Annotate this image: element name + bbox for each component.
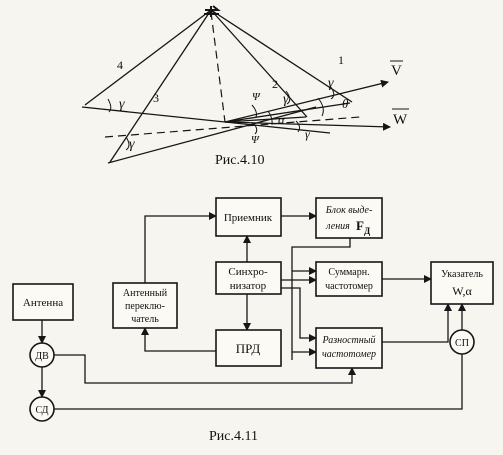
beam-line-1 [210, 9, 353, 103]
sp-circle-label: СП [455, 338, 469, 349]
vector-v-label: V [391, 63, 402, 79]
angle-arc-gamma-1 [329, 85, 335, 100]
sum-meter-label-2: частотомер [325, 281, 373, 292]
beam-line-4 [84, 9, 212, 106]
ground-line-2 [224, 116, 307, 123]
beam-label-1: 1 [338, 53, 344, 67]
synchronizer-block [215, 261, 282, 295]
sum-frequency-meter-block [315, 261, 383, 297]
vector-w-label: W [393, 112, 408, 128]
fig-4-10-diagram: 4 3 2 1 γ γ γ γ γ Ψ Ψ θ α V W Рис.4.10 [81, 5, 409, 168]
gamma-label-3: γ [129, 137, 135, 152]
vertical-dashed-line [210, 11, 226, 123]
beam-line-2 [210, 9, 308, 118]
sum-meter-label-1: Суммарн. [328, 267, 369, 278]
doppler-extract-label-2: ления [325, 221, 350, 232]
doppler-extract-block [315, 197, 383, 239]
antenna-block-label: Антенна [23, 297, 63, 309]
angle-arc-gamma-4 [107, 98, 112, 113]
indicator-label-2: W,α [452, 284, 472, 298]
angle-arc-theta [317, 97, 324, 117]
angle-arc-gamma-lower [295, 120, 301, 133]
diff-meter-label-1: Разностный [322, 335, 376, 346]
ground-line-1 [224, 102, 351, 123]
receiver-block [215, 197, 282, 237]
antenna-switch-label-3: чатель [131, 314, 159, 325]
antenna-switch-label-2: переклю- [125, 301, 165, 312]
angle-arc-gamma-2 [285, 90, 291, 105]
psi-label-upper: Ψ [252, 91, 261, 103]
transmitter-block [215, 329, 282, 367]
diff-meter-label-2: частотомер [322, 349, 376, 360]
indicator-label-1: Указатель [441, 269, 483, 280]
dv-circle [29, 342, 55, 368]
antenna-switch-label-1: Антенный [123, 288, 168, 299]
indicator-block [430, 261, 494, 305]
ground-line-3 [107, 106, 317, 164]
gamma-label-lower: γ [305, 127, 310, 141]
angle-arc-psi-upper [251, 104, 257, 118]
beam-line-3 [109, 9, 212, 163]
synchronizer-label-1: Синхро- [228, 266, 268, 278]
gamma-label-1: γ [328, 76, 334, 91]
fig-4-11-diagram: Антенна Антенный переклю- чатель Приемни… [12, 197, 494, 444]
receiver-block-label: Приемник [224, 212, 273, 224]
ground-line-4 [81, 106, 331, 134]
beam-label-3: 3 [153, 91, 159, 105]
doppler-fd-symbol: F [356, 218, 364, 233]
beam-label-4: 4 [117, 58, 123, 72]
dv-circle-label: ДВ [35, 351, 49, 362]
horizontal-dashed-line [104, 116, 361, 138]
beam-label-2: 2 [272, 77, 278, 91]
connectors [38, 212, 466, 410]
gamma-label-4: γ [119, 97, 125, 112]
antenna-block [12, 283, 74, 321]
sp-circle [449, 329, 475, 355]
sd-circle [29, 396, 55, 422]
theta-label: θ [342, 96, 349, 111]
alpha-label: α [278, 112, 286, 127]
velocity-vector-v [224, 79, 389, 123]
antenna-switch-block [112, 282, 178, 329]
diff-frequency-meter-block [315, 327, 383, 369]
angle-arc-alpha [267, 110, 273, 126]
synchronizer-label-2: низатор [230, 280, 267, 292]
transmitter-block-label: ПРД [236, 341, 261, 356]
psi-label-lower: Ψ [251, 134, 260, 146]
gamma-label-2: γ [283, 92, 289, 107]
caption-fig-4-10: Рис.4.10 [215, 153, 265, 168]
sd-circle-label: СД [36, 405, 49, 416]
angle-arc-psi-lower [253, 123, 258, 135]
doppler-fd-subscript: Д [364, 226, 371, 236]
angle-arc-gamma-3 [125, 136, 130, 151]
doppler-extract-label-1: Блок выде- [325, 205, 373, 216]
caption-fig-4-11: Рис.4.11 [209, 429, 258, 444]
velocity-vector-w [224, 121, 391, 131]
